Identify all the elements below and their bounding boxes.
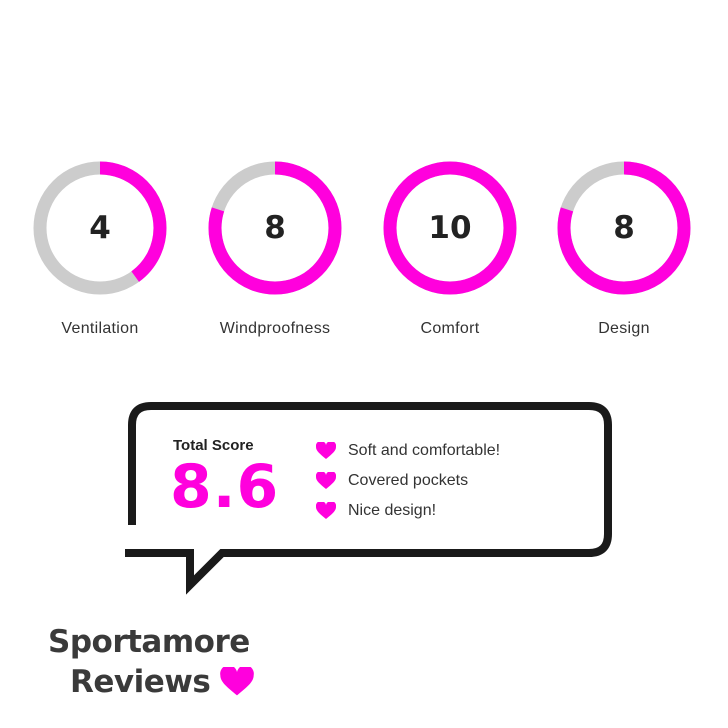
- score-value: 8: [613, 210, 635, 246]
- rating-label: Ventilation: [61, 320, 139, 337]
- ring-progress: [557, 161, 691, 295]
- pro-text: Covered pockets: [348, 472, 469, 489]
- rating-windproofness: 8 Windproofness: [205, 158, 345, 338]
- score-ring: 8: [205, 158, 345, 298]
- heart-icon: [316, 442, 336, 459]
- rating-label: Comfort: [420, 320, 480, 337]
- score-ring: 8: [554, 158, 694, 298]
- score-value: 8: [264, 210, 286, 246]
- rating-ventilation: 4 Ventilation: [30, 158, 170, 338]
- brand-logo: Sportamore Reviews: [48, 622, 255, 702]
- brand-line2: Reviews: [70, 664, 211, 700]
- rating-design: 8 Design: [554, 158, 694, 338]
- list-item: Nice design!: [316, 496, 500, 526]
- brand-line1: Sportamore: [48, 624, 250, 660]
- total-score-label: Total Score: [173, 437, 254, 454]
- pros-list: Soft and comfortable! Covered pockets Ni…: [316, 436, 500, 526]
- ring-progress: [33, 161, 167, 295]
- pro-text: Nice design!: [348, 502, 437, 519]
- list-item: Covered pockets: [316, 466, 500, 496]
- total-score-value: 8.6: [170, 452, 280, 522]
- rating-label: Windproofness: [219, 320, 331, 337]
- score-ring: 4: [30, 158, 170, 298]
- score-value: 10: [428, 210, 472, 246]
- ring-progress: [383, 161, 517, 295]
- list-item: Soft and comfortable!: [316, 436, 500, 466]
- heart-icon: [220, 667, 255, 696]
- heart-icon: [316, 472, 336, 489]
- score-value: 4: [89, 210, 111, 246]
- rating-comfort: 10 Comfort: [380, 158, 520, 338]
- score-ring: 10: [380, 158, 520, 298]
- heart-icon: [316, 502, 336, 519]
- rating-label: Design: [598, 320, 650, 337]
- pro-text: Soft and comfortable!: [348, 442, 501, 459]
- ring-progress: [208, 161, 342, 295]
